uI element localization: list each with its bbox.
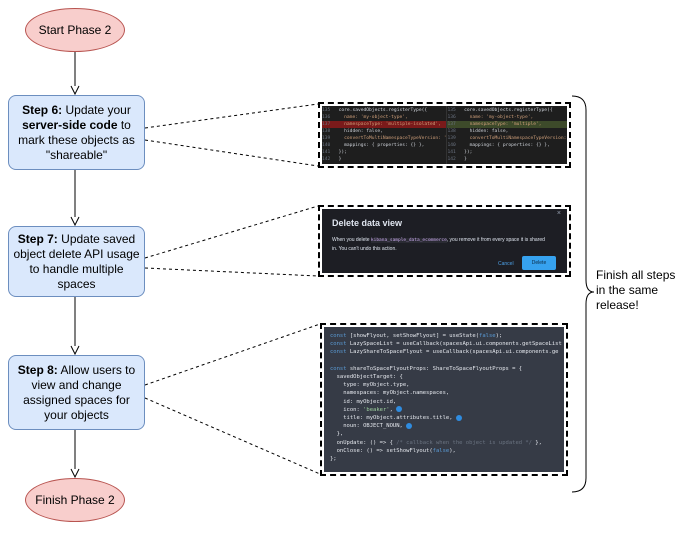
code-text: convertToMultiNamespaceTypeVersion: ' <box>338 136 447 141</box>
code-text: name: 'my-object-type', <box>338 115 408 120</box>
line-number: 138 <box>322 129 339 134</box>
code-text: mappings: { properties: {} }, <box>464 143 550 148</box>
code-text: hidden: false, <box>338 129 383 134</box>
line-number: 142 <box>322 157 339 162</box>
line-number: 141 <box>322 150 339 155</box>
code-text: convertToMultiNamespaceTypeVersion: ' <box>464 136 567 141</box>
code-line: 141 }); <box>447 149 567 156</box>
code-line: const [showFlyout, setShowFlyout] = useS… <box>330 333 503 339</box>
code-line: noun: OBJECT_NOUN, <box>330 422 558 430</box>
code-line: 141 }); <box>322 149 446 156</box>
code-text: core.savedObjects.registerType({ <box>338 108 428 113</box>
callout-badge <box>395 406 402 413</box>
brace <box>571 95 595 493</box>
code-text: } <box>464 157 467 162</box>
code-line: 135 core.savedObjects.registerType({ <box>447 107 567 114</box>
modal-title: Delete data view <box>332 218 403 228</box>
code-text: mappings: { properties: {} }, <box>338 143 425 148</box>
step-7-text: Step 7: Update saved object delete API u… <box>13 231 140 291</box>
code-line: 139 convertToMultiNamespaceTypeVersion: … <box>447 135 567 142</box>
line-number: 135 <box>322 108 339 113</box>
code-text: core.savedObjects.registerType({ <box>464 108 553 113</box>
code-line: 135 core.savedObjects.registerType({ <box>322 107 446 114</box>
code-line: savedObjectTarget: { <box>330 374 403 380</box>
modal-body: When you delete kibana_sample_data_ecomm… <box>332 237 545 252</box>
step-8-node: Step 8: Allow users to view and change a… <box>8 355 145 430</box>
code-text: namespaceType: 'multiple', <box>464 122 542 127</box>
code-line: icon: 'beaker', <box>330 406 558 414</box>
code-line: 136 name: 'my-object-type', <box>322 114 446 121</box>
delete-button[interactable]: Delete <box>522 256 556 270</box>
step-6-node: Step 6: Update your server-side code to … <box>8 95 145 170</box>
code-line: }; <box>330 456 337 463</box>
code-line: 137 namespaceType: 'multiple', <box>447 121 567 128</box>
code-line: namespaces: myObject.namespaces, <box>330 390 450 397</box>
line-number: 137 <box>447 122 465 127</box>
code-diff-screenshot: 135 core.savedObjects.registerType({136 … <box>318 102 571 168</box>
code-text: } <box>338 157 342 162</box>
code-line: 138 hidden: false, <box>447 128 567 135</box>
code-line: 138 hidden: false, <box>322 128 446 135</box>
code-line: onClose: () => setShowFlyout(false), <box>330 447 456 454</box>
code-line: title: myObject.attributes.title, <box>330 414 558 422</box>
code-flyout-screenshot: const [showFlyout, setShowFlyout] = useS… <box>320 323 568 476</box>
code-line: 142 } <box>447 156 567 163</box>
line-number: 138 <box>447 129 465 134</box>
line-number: 136 <box>447 115 465 120</box>
code-line: 136 name: 'my-object-type', <box>447 114 567 121</box>
code-text: namespaceType: 'multiple-isolated', <box>338 122 441 127</box>
code-line <box>330 357 558 365</box>
line-number: 141 <box>447 150 465 155</box>
release-note: Finish all steps in the same release! <box>596 268 676 312</box>
code-line: id: myObject.id, <box>330 398 397 405</box>
callout-badge <box>455 414 462 421</box>
code-line: 140 mappings: { properties: {} }, <box>447 142 567 149</box>
close-icon[interactable]: × <box>556 210 561 217</box>
line-number: 142 <box>447 157 465 162</box>
code-line: 142 } <box>322 156 446 163</box>
start-label: Start Phase 2 <box>38 22 112 37</box>
code-line: type: myObject.type, <box>330 382 410 389</box>
line-number: 139 <box>447 136 465 141</box>
start-node: Start Phase 2 <box>25 8 125 52</box>
code-text: hidden: false, <box>464 129 509 134</box>
line-number: 140 <box>447 143 465 148</box>
line-number: 137 <box>322 122 339 127</box>
code-line: const shareToSpaceFlyoutProps: ShareToSp… <box>330 365 523 372</box>
code-line: 139 convertToMultiNamespaceTypeVersion: … <box>322 135 446 142</box>
code-line: 137 namespaceType: 'multiple-isolated', <box>322 121 447 128</box>
code-line: const LazySpaceList = useCallback(spaces… <box>330 341 562 348</box>
code-line: onUpdate: () => { /* callback when the o… <box>330 439 542 446</box>
callout-badge <box>405 422 412 429</box>
cancel-button[interactable]: Cancel <box>498 261 514 267</box>
line-number: 135 <box>447 108 465 113</box>
step-6-text: Step 6: Update your server-side code to … <box>18 102 135 162</box>
code-text: }); <box>338 150 347 155</box>
code-text: name: 'my-object-type', <box>464 115 534 120</box>
code-line: 140 mappings: { properties: {} }, <box>322 142 446 149</box>
step-7-node: Step 7: Update saved object delete API u… <box>8 226 145 297</box>
code-line: const LazyShareToSpaceFlyout = useCallba… <box>330 349 559 356</box>
finish-label: Finish Phase 2 <box>35 492 115 507</box>
step-8-text: Step 8: Allow users to view and change a… <box>17 362 136 422</box>
finish-node: Finish Phase 2 <box>25 478 125 522</box>
code-line: }, <box>330 431 344 438</box>
line-number: 140 <box>322 143 339 148</box>
line-number: 136 <box>322 115 339 120</box>
code-text: }); <box>464 150 473 155</box>
line-number: 139 <box>322 136 339 141</box>
delete-modal-screenshot: × Delete data view When you delete kiban… <box>318 205 571 277</box>
